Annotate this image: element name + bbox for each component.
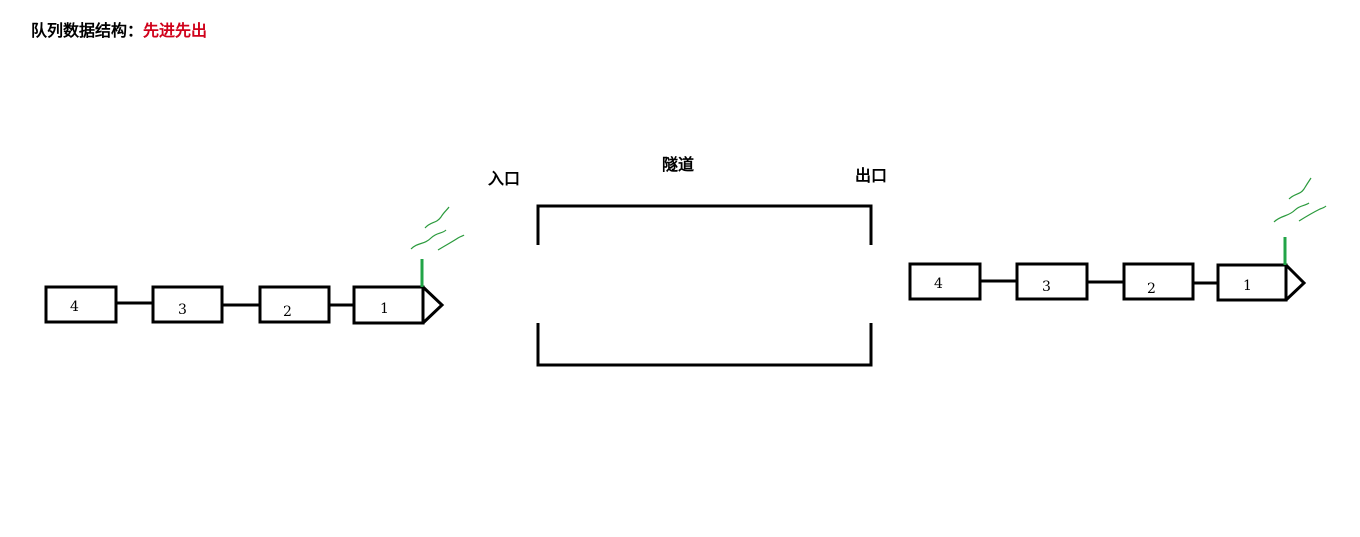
train-car-head bbox=[1216, 263, 1288, 302]
tunnel-label: 隧道 bbox=[662, 155, 695, 174]
title-prefix: 队列数据结构： bbox=[31, 21, 144, 40]
smoke bbox=[410, 206, 465, 251]
train-car bbox=[1122, 262, 1195, 301]
title-highlight: 先进先出 bbox=[143, 21, 208, 40]
car-number: 4 bbox=[934, 276, 943, 292]
tunnel-bottom-wall bbox=[536, 323, 873, 367]
car-number: 4 bbox=[70, 299, 79, 315]
tunnel bbox=[536, 204, 873, 367]
train-nose bbox=[421, 285, 445, 325]
car-number: 2 bbox=[283, 304, 292, 320]
exit-label: 出口 bbox=[855, 166, 888, 185]
car-number: 3 bbox=[1042, 279, 1051, 295]
car-number: 3 bbox=[178, 302, 187, 318]
page-title: 队列数据结构：先进先出 bbox=[31, 17, 207, 41]
train-car bbox=[1015, 262, 1089, 301]
train-nose bbox=[1284, 263, 1307, 302]
train-car bbox=[258, 285, 331, 324]
train-car bbox=[44, 285, 118, 324]
tunnel-top-wall bbox=[536, 204, 873, 245]
car-number: 1 bbox=[380, 301, 389, 317]
smoke bbox=[1273, 177, 1327, 223]
train-car bbox=[908, 262, 982, 301]
entrance-label: 入口 bbox=[488, 169, 521, 188]
train-car-head bbox=[352, 285, 425, 325]
car-number: 2 bbox=[1147, 281, 1156, 297]
train-after-tunnel: 4 3 2 1 bbox=[908, 177, 1327, 302]
train-car bbox=[151, 285, 224, 324]
train-before-tunnel: 4 3 2 1 bbox=[44, 206, 465, 325]
car-number: 1 bbox=[1243, 278, 1252, 294]
